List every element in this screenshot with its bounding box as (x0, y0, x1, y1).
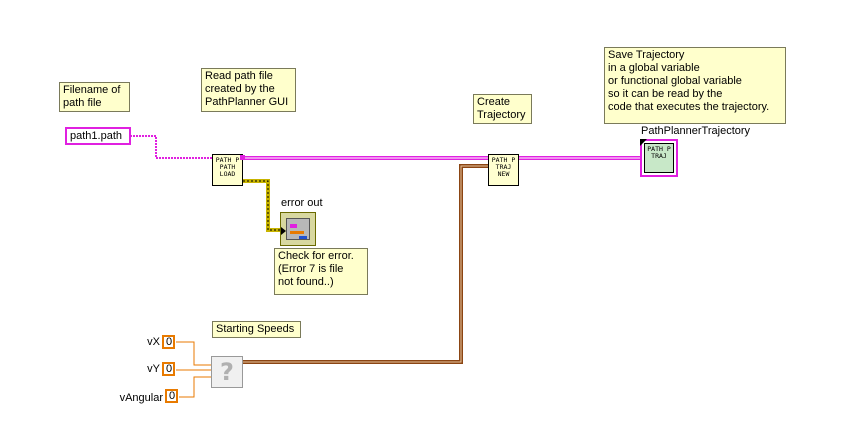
question-mark-icon: ? (220, 358, 234, 386)
path-load-subvi[interactable]: PATH P PATH LOAD (212, 154, 243, 186)
path-load-output-terminal[interactable] (240, 155, 245, 160)
error-out-label: error out (281, 197, 323, 209)
error-out-arrow-icon (281, 227, 286, 235)
comment-save-trajectory: Save Trajectory in a global variable or … (604, 47, 786, 124)
vy-constant[interactable]: 0 (162, 362, 175, 376)
comment-filename: Filename of path file (59, 82, 130, 112)
path-wire-1[interactable] (130, 135, 213, 159)
error-wire-stripe (243, 180, 281, 231)
trajectory-indicator-label: PathPlannerTrajectory (641, 125, 751, 137)
comment-starting-speeds: Starting Speeds (212, 321, 301, 338)
vangular-label: vAngular (119, 392, 163, 404)
trajectory-indicator-icon: PATH P TRAJ (644, 143, 674, 173)
comment-read-path: Read path file created by the PathPlanne… (201, 68, 296, 112)
error-code-bar (290, 231, 304, 234)
error-wire[interactable] (243, 179, 281, 232)
indicator-corner-icon (640, 139, 647, 146)
traj-new-subvi[interactable]: PATH P TRAJ NEW (488, 154, 519, 186)
vx-constant[interactable]: 0 (162, 335, 175, 349)
path-constant[interactable]: path1.path (65, 127, 131, 145)
trajectory-indicator[interactable]: PATH P TRAJ (640, 139, 678, 177)
error-out-inner (286, 218, 310, 240)
comment-create-trajectory: Create Trajectory (473, 94, 532, 124)
vangular-wire[interactable] (179, 376, 212, 398)
vangular-constant[interactable]: 0 (165, 389, 178, 403)
comment-check-error: Check for error. (Error 7 is file not fo… (274, 248, 368, 295)
error-source-bar (299, 236, 307, 239)
vy-label: vY (147, 363, 160, 375)
bundle-node[interactable]: ? (211, 356, 243, 388)
error-status-light (290, 224, 297, 228)
error-out-indicator[interactable] (280, 212, 316, 246)
cluster-wire-stripe (242, 165, 489, 363)
vx-label: vX (147, 336, 160, 348)
vx-wire[interactable] (176, 341, 212, 366)
